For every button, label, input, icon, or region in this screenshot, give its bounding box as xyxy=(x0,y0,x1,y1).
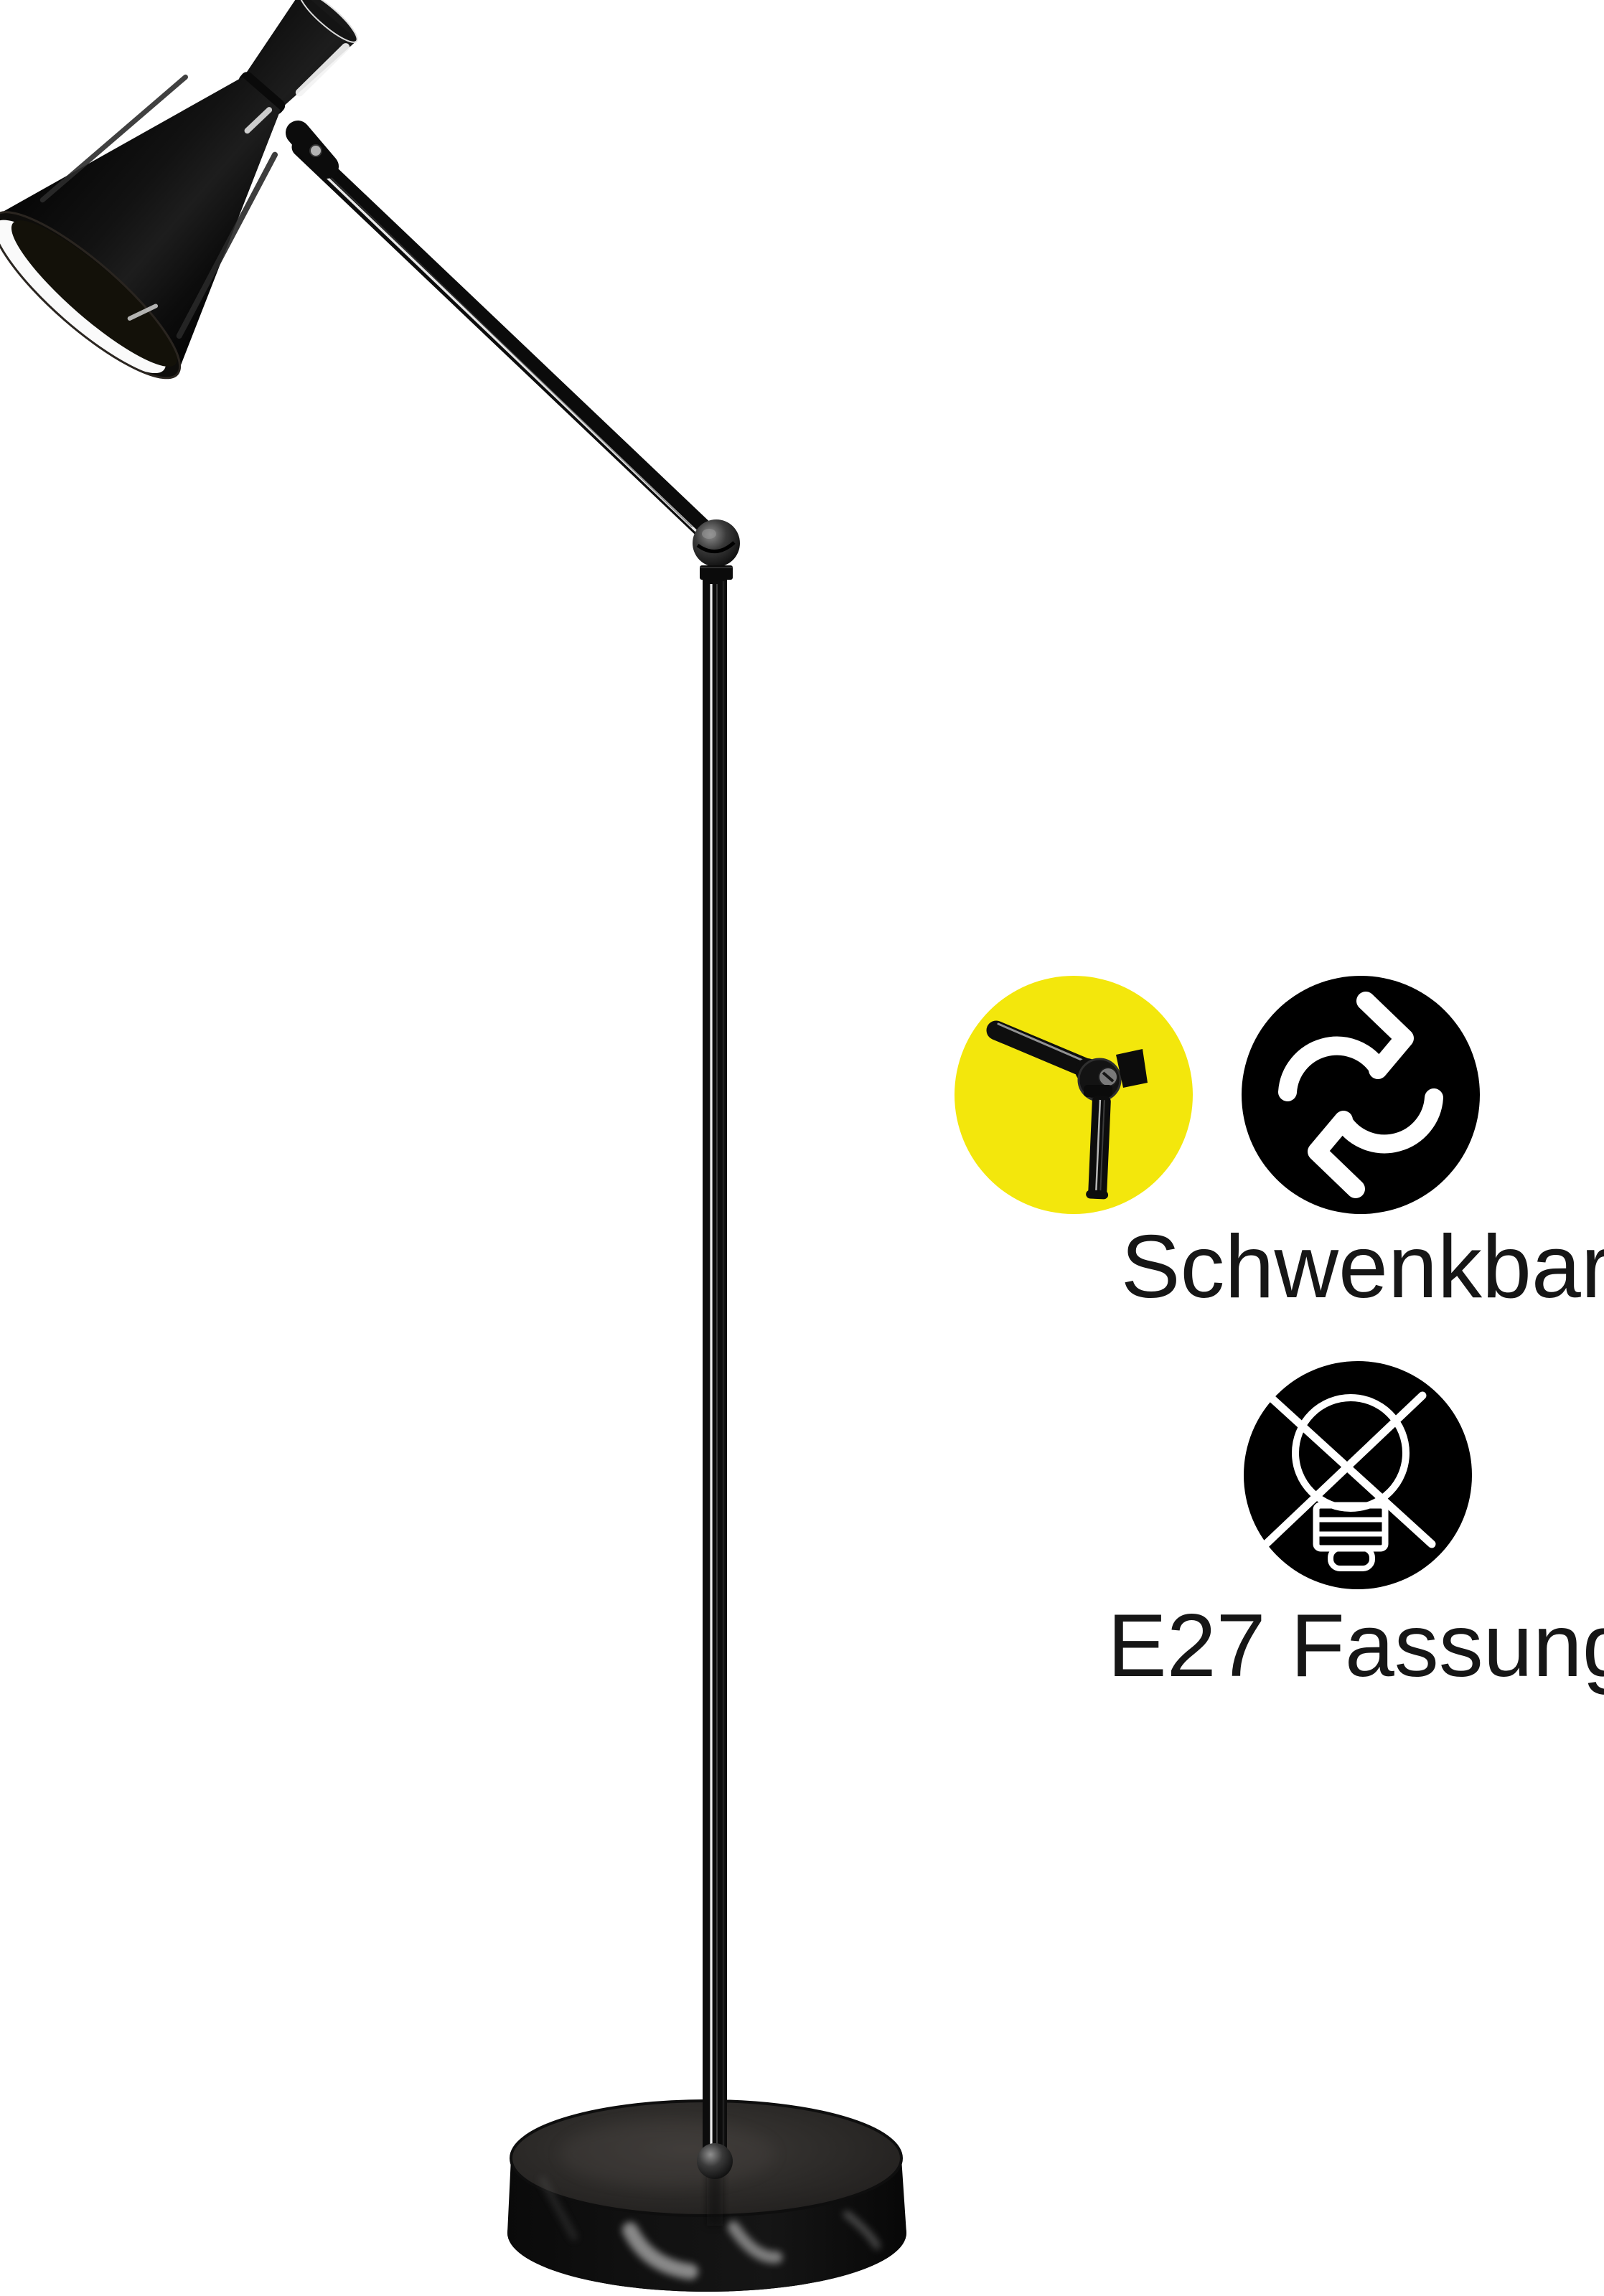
lamp-pole xyxy=(697,578,733,2179)
crossed-bulb-icon xyxy=(1262,1391,1436,1571)
joint-detail-illustration xyxy=(986,1020,1148,1200)
swivel-joint xyxy=(693,519,740,580)
shade-mouth xyxy=(0,211,182,380)
yellow-circle xyxy=(955,976,1193,1214)
lamp-arm xyxy=(286,121,721,546)
socket-feature-label: E27 Fassung xyxy=(1107,1596,1604,1695)
shade-top-opening xyxy=(299,0,358,43)
clamp-lever xyxy=(1116,1049,1148,1088)
rotation-arrows-icon xyxy=(1278,992,1443,1198)
swivel-feature-label: Schwenkbar xyxy=(1120,1218,1604,1317)
e27-socket-badge xyxy=(1244,1361,1472,1589)
black-circle xyxy=(1242,976,1480,1214)
rotation-arrows-badge xyxy=(1242,976,1480,1214)
lamp-shade xyxy=(0,0,358,380)
bracket-screw xyxy=(309,144,322,157)
swivel-detail-badge xyxy=(955,976,1193,1214)
pole-base-ball xyxy=(697,2143,733,2179)
